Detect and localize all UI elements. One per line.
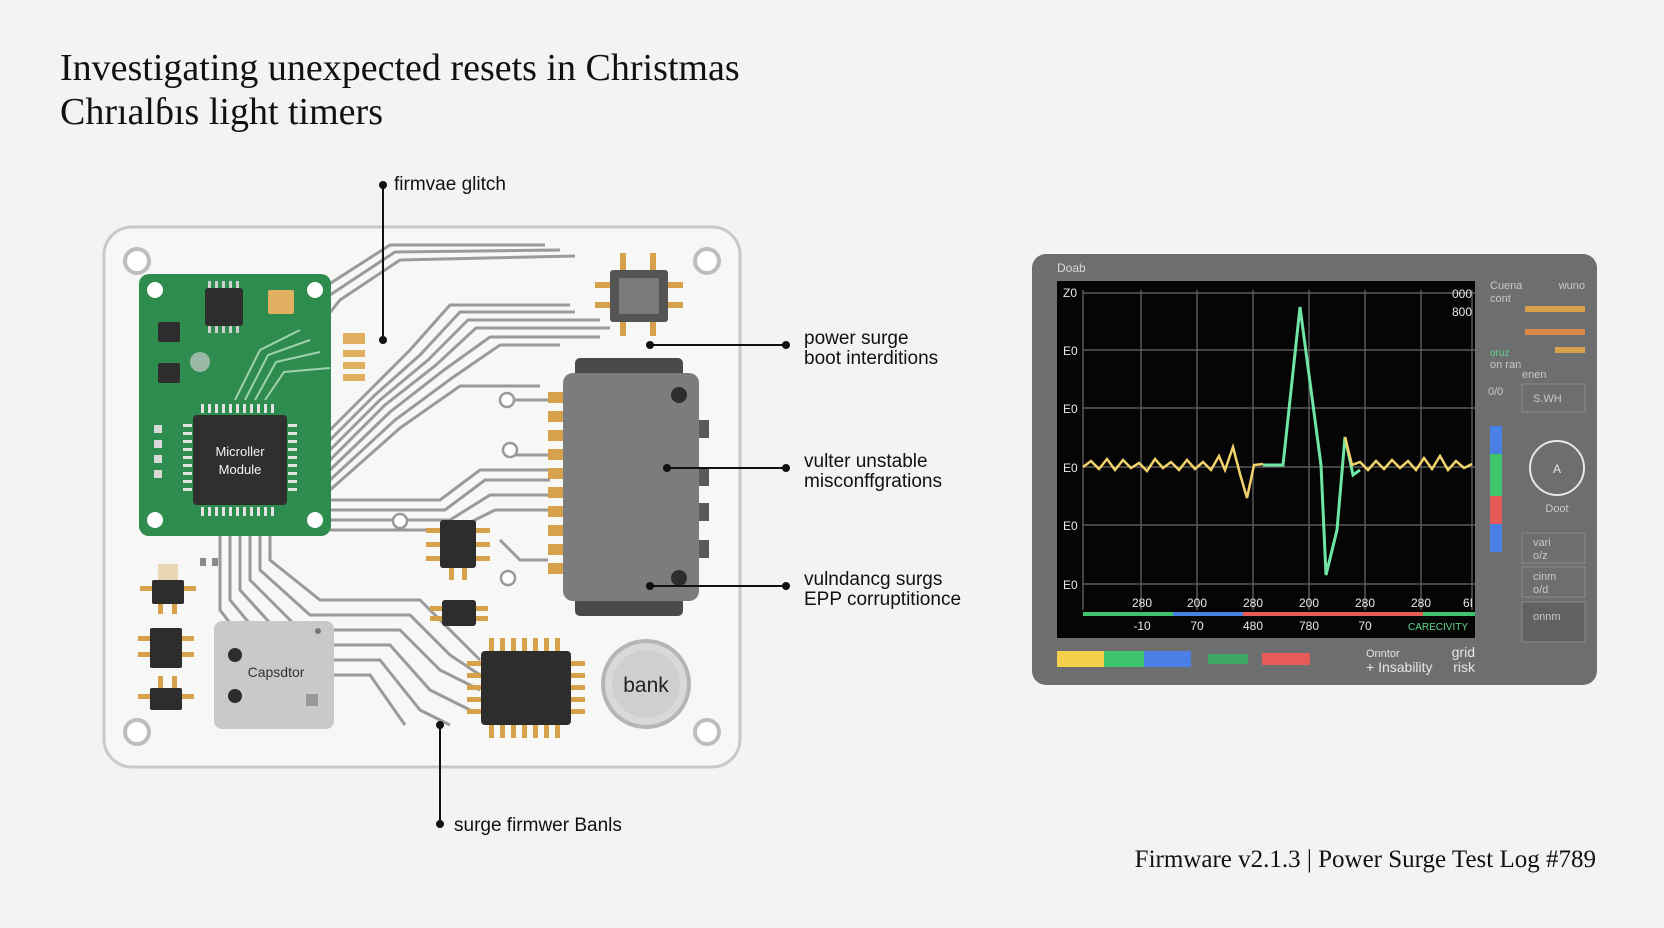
side-label: cinm bbox=[1533, 571, 1556, 583]
x-tick: 280 bbox=[1243, 596, 1263, 610]
y-right-tick: 000 bbox=[1452, 287, 1472, 301]
power-ic bbox=[467, 638, 585, 738]
side-label: vari bbox=[1533, 537, 1551, 549]
title-line-1: Investigating unexpected resets in Chris… bbox=[60, 47, 740, 89]
y-tick: E0 bbox=[1063, 461, 1078, 475]
via bbox=[391, 512, 409, 530]
circuit-board: Microller Module bbox=[102, 225, 742, 769]
mcu-chip bbox=[193, 415, 287, 505]
callout-redundancy-line-2: EPP corruptitionce bbox=[804, 589, 961, 610]
y-tick: E0 bbox=[1063, 519, 1078, 533]
via bbox=[501, 441, 519, 459]
page-title: Investigating unexpected resets in Chris… bbox=[60, 46, 740, 134]
mcu-label-line-1: Microller bbox=[215, 444, 265, 459]
x-tick-bottom: -10 bbox=[1133, 619, 1151, 633]
legend-bars bbox=[1057, 651, 1310, 667]
callout-bottom: surge firmwer Banls bbox=[454, 815, 622, 836]
microcontroller-module: Microller Module bbox=[139, 274, 331, 536]
bank-label: bank bbox=[623, 674, 669, 697]
scope-grid bbox=[1082, 290, 1475, 610]
legend-label-2: + Insability bbox=[1366, 659, 1433, 675]
x-tick-bottom: 70 bbox=[1190, 619, 1204, 633]
dial-icon bbox=[1529, 440, 1585, 496]
via bbox=[499, 569, 517, 587]
side-label: enen bbox=[1522, 369, 1546, 381]
scope-status: CARECIVITY bbox=[1408, 622, 1468, 633]
side-label: on ran bbox=[1490, 359, 1521, 371]
oscilloscope-screen bbox=[1057, 281, 1475, 638]
title-line-2: Chrıalɓıs light timers bbox=[60, 91, 383, 133]
scope-baseline bbox=[1083, 612, 1475, 616]
side-label: o/d bbox=[1533, 584, 1548, 596]
side-label: wuno bbox=[1558, 280, 1585, 292]
monitor-header: Doab bbox=[1057, 261, 1086, 275]
signal-waveform bbox=[1082, 442, 1264, 499]
x-tick: 200 bbox=[1299, 596, 1319, 610]
x-tick-bottom: 480 bbox=[1243, 619, 1263, 633]
side-box bbox=[1521, 566, 1586, 598]
side-label: onnm bbox=[1533, 611, 1561, 623]
side-box bbox=[1521, 383, 1586, 413]
x-tick: 280 bbox=[1411, 596, 1431, 610]
capacitor-label: Capsdtor bbox=[248, 664, 305, 680]
x-tick-bottom: 780 bbox=[1299, 619, 1319, 633]
side-box bbox=[1521, 532, 1586, 564]
color-level-bar bbox=[1490, 426, 1502, 552]
legend-label-1: Onntor bbox=[1366, 648, 1400, 660]
callout-voltage-line-1: vulter unstable bbox=[804, 451, 928, 472]
signal-waveform-tail bbox=[1343, 436, 1473, 473]
via bbox=[498, 391, 516, 409]
capacitor: Capsdtor bbox=[214, 621, 334, 729]
relay-block bbox=[548, 358, 709, 616]
mounting-hole bbox=[693, 718, 721, 746]
legend-label-3: grid bbox=[1452, 644, 1475, 660]
side-label: cont bbox=[1490, 293, 1511, 305]
callout-firmware-glitch: firmvae glitch bbox=[394, 174, 506, 195]
side-label: 0/0 bbox=[1488, 386, 1503, 398]
monitor-side-panel: Cuena cont wuno oruz on ran enen 0/0 S.W… bbox=[1488, 280, 1586, 643]
x-tick: 280 bbox=[1132, 596, 1152, 610]
y-tick: E0 bbox=[1063, 402, 1078, 416]
side-label: S.WH bbox=[1533, 393, 1562, 405]
callout-lines bbox=[382, 185, 786, 824]
small-ic bbox=[595, 253, 683, 336]
level-dashes bbox=[1525, 306, 1585, 353]
transistors bbox=[138, 520, 490, 710]
callout-redundancy-line-1: vulndancg surgs bbox=[804, 569, 942, 590]
legend-label-4: risk bbox=[1453, 659, 1476, 675]
callout-voltage-line-2: misconffgrations bbox=[804, 471, 942, 492]
mounting-hole bbox=[123, 718, 151, 746]
mounting-hole bbox=[123, 247, 151, 275]
y-tick: Z0 bbox=[1063, 286, 1077, 300]
x-tick-bottom: 70 bbox=[1358, 619, 1372, 633]
side-label: oruz bbox=[1490, 348, 1509, 359]
monitor-panel: Doab Z0 E0 E0 E0 E0 E0 000 800 280 200 2… bbox=[1032, 254, 1597, 685]
mcu-label-line-2: Module bbox=[219, 462, 262, 477]
side-label: o/z bbox=[1533, 550, 1548, 562]
mounting-hole bbox=[693, 247, 721, 275]
dial-label: A bbox=[1553, 462, 1561, 476]
callout-power-surge-line-1: power surge bbox=[804, 328, 909, 349]
dial-caption: Doot bbox=[1545, 503, 1568, 515]
gold-connectors bbox=[343, 333, 365, 381]
pcb-traces bbox=[218, 243, 610, 727]
x-tick: 280 bbox=[1355, 596, 1375, 610]
footer-caption: Firmware v2.1.3 | Power Surge Test Log #… bbox=[1134, 846, 1596, 873]
callout-dots bbox=[379, 181, 790, 828]
y-right-tick: 800 bbox=[1452, 305, 1472, 319]
y-tick: E0 bbox=[1063, 578, 1078, 592]
x-tick: 200 bbox=[1187, 596, 1207, 610]
side-box bbox=[1521, 601, 1586, 643]
x-tick: 6I bbox=[1463, 596, 1473, 610]
battery-bank: bank bbox=[601, 639, 691, 729]
y-tick: E0 bbox=[1063, 344, 1078, 358]
callout-power-surge-line-2: boot interditions bbox=[804, 348, 938, 369]
side-label: Cuena bbox=[1490, 280, 1523, 292]
